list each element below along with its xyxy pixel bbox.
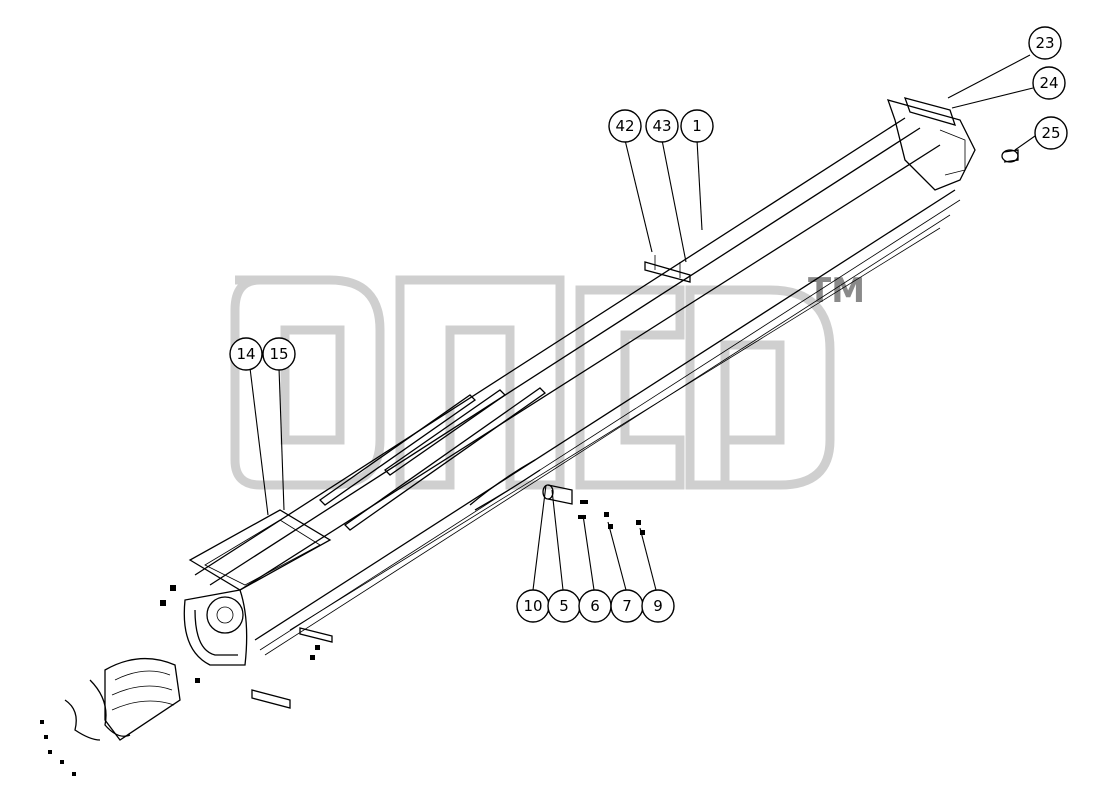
callout-23: 23 — [1028, 26, 1062, 60]
watermark-logo: TM — [230, 271, 865, 490]
callout-15: 15 — [262, 337, 296, 371]
callout-7: 7 — [610, 589, 644, 623]
callout-label: 7 — [622, 597, 632, 615]
leader-lines — [249, 54, 1036, 591]
callout-25: 25 — [1034, 116, 1068, 150]
callout-label: 23 — [1035, 34, 1054, 52]
callout-label: 15 — [269, 345, 288, 363]
callout-label: 6 — [590, 597, 600, 615]
callout-label: 5 — [559, 597, 569, 615]
callout-9: 9 — [641, 589, 675, 623]
callout-6: 6 — [578, 589, 612, 623]
callout-14: 14 — [229, 337, 263, 371]
callout-10: 10 — [516, 589, 550, 623]
callout-label: 9 — [653, 597, 663, 615]
callout-label: 1 — [692, 117, 702, 135]
callout-label: 43 — [652, 117, 671, 135]
callout-label: 25 — [1041, 124, 1060, 142]
callout-label: 24 — [1039, 74, 1058, 92]
callout-label: 14 — [236, 345, 255, 363]
callout-1: 1 — [680, 109, 714, 143]
callout-5: 5 — [547, 589, 581, 623]
hardware-fasteners — [40, 500, 645, 776]
callout-42: 42 — [608, 109, 642, 143]
callout-label: 10 — [523, 597, 542, 615]
boom-body — [40, 97, 1019, 776]
callout-24: 24 — [1032, 66, 1066, 100]
trademark-text: TM — [808, 271, 865, 311]
callout-label: 42 — [615, 117, 634, 135]
callout-43: 43 — [645, 109, 679, 143]
